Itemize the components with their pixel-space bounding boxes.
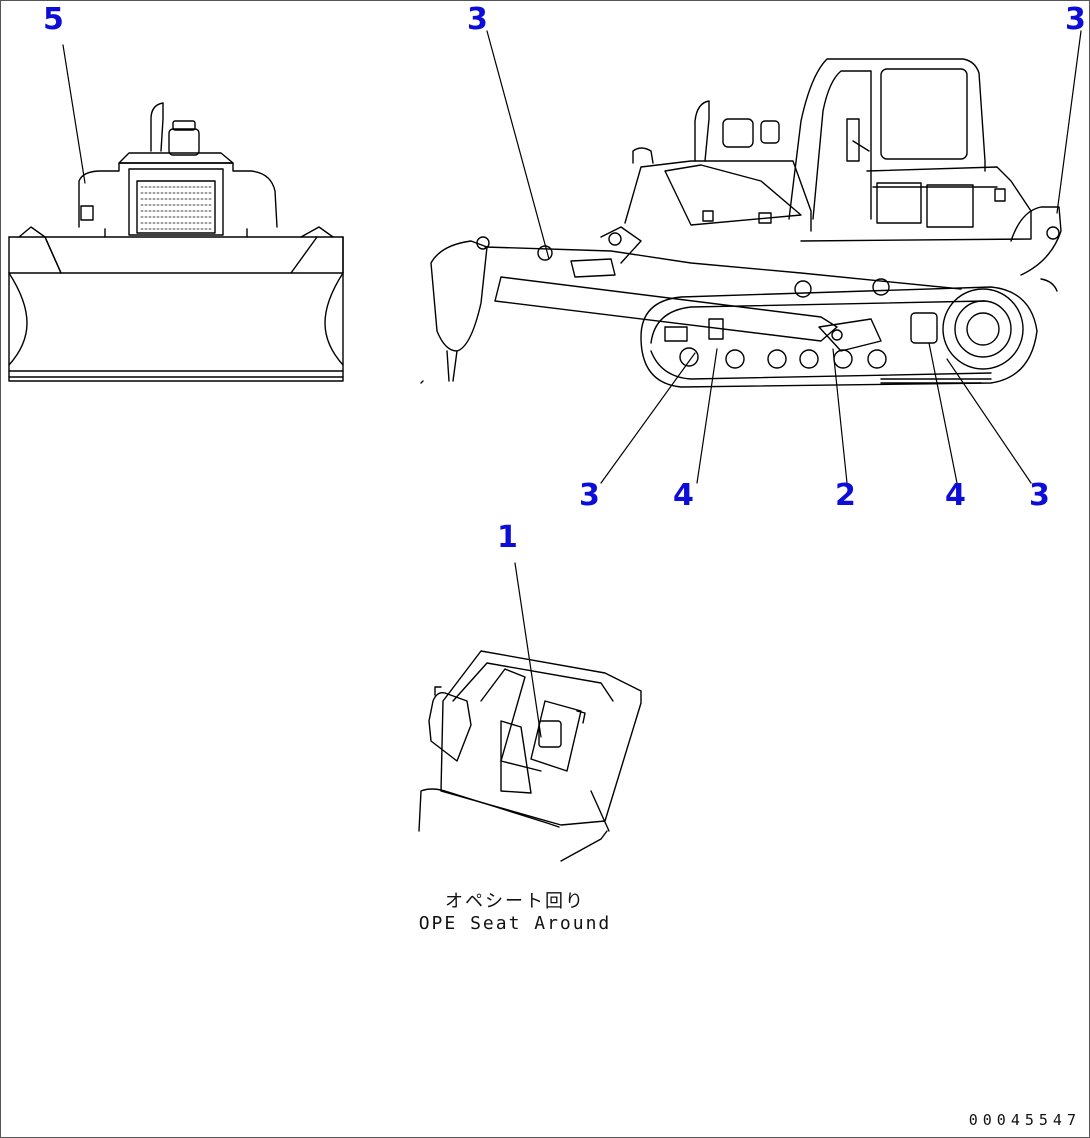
leader-lines	[62, 30, 1082, 738]
callout-3-rear-top: 3	[1065, 2, 1086, 37]
callout-3-front-idler: 3	[579, 478, 600, 513]
caption-english: OPE Seat Around	[418, 913, 612, 934]
callout-3-ripper: 3	[467, 2, 488, 37]
seat-area-drawing	[418, 650, 642, 862]
side-view-drawing	[420, 58, 1062, 388]
front-view-drawing	[8, 102, 344, 382]
callout-1-seat-area: 1	[497, 520, 518, 555]
callout-2-roller-guard: 2	[835, 478, 856, 513]
callout-4-track-frame-front: 4	[673, 478, 694, 513]
caption-japanese: オペシート回り	[445, 891, 585, 912]
callout-5-front-view: 5	[43, 2, 64, 37]
callout-4-track-frame-rear: 4	[945, 478, 966, 513]
callout-3-sprocket: 3	[1029, 478, 1050, 513]
document-number: 00045547	[968, 1111, 1081, 1129]
